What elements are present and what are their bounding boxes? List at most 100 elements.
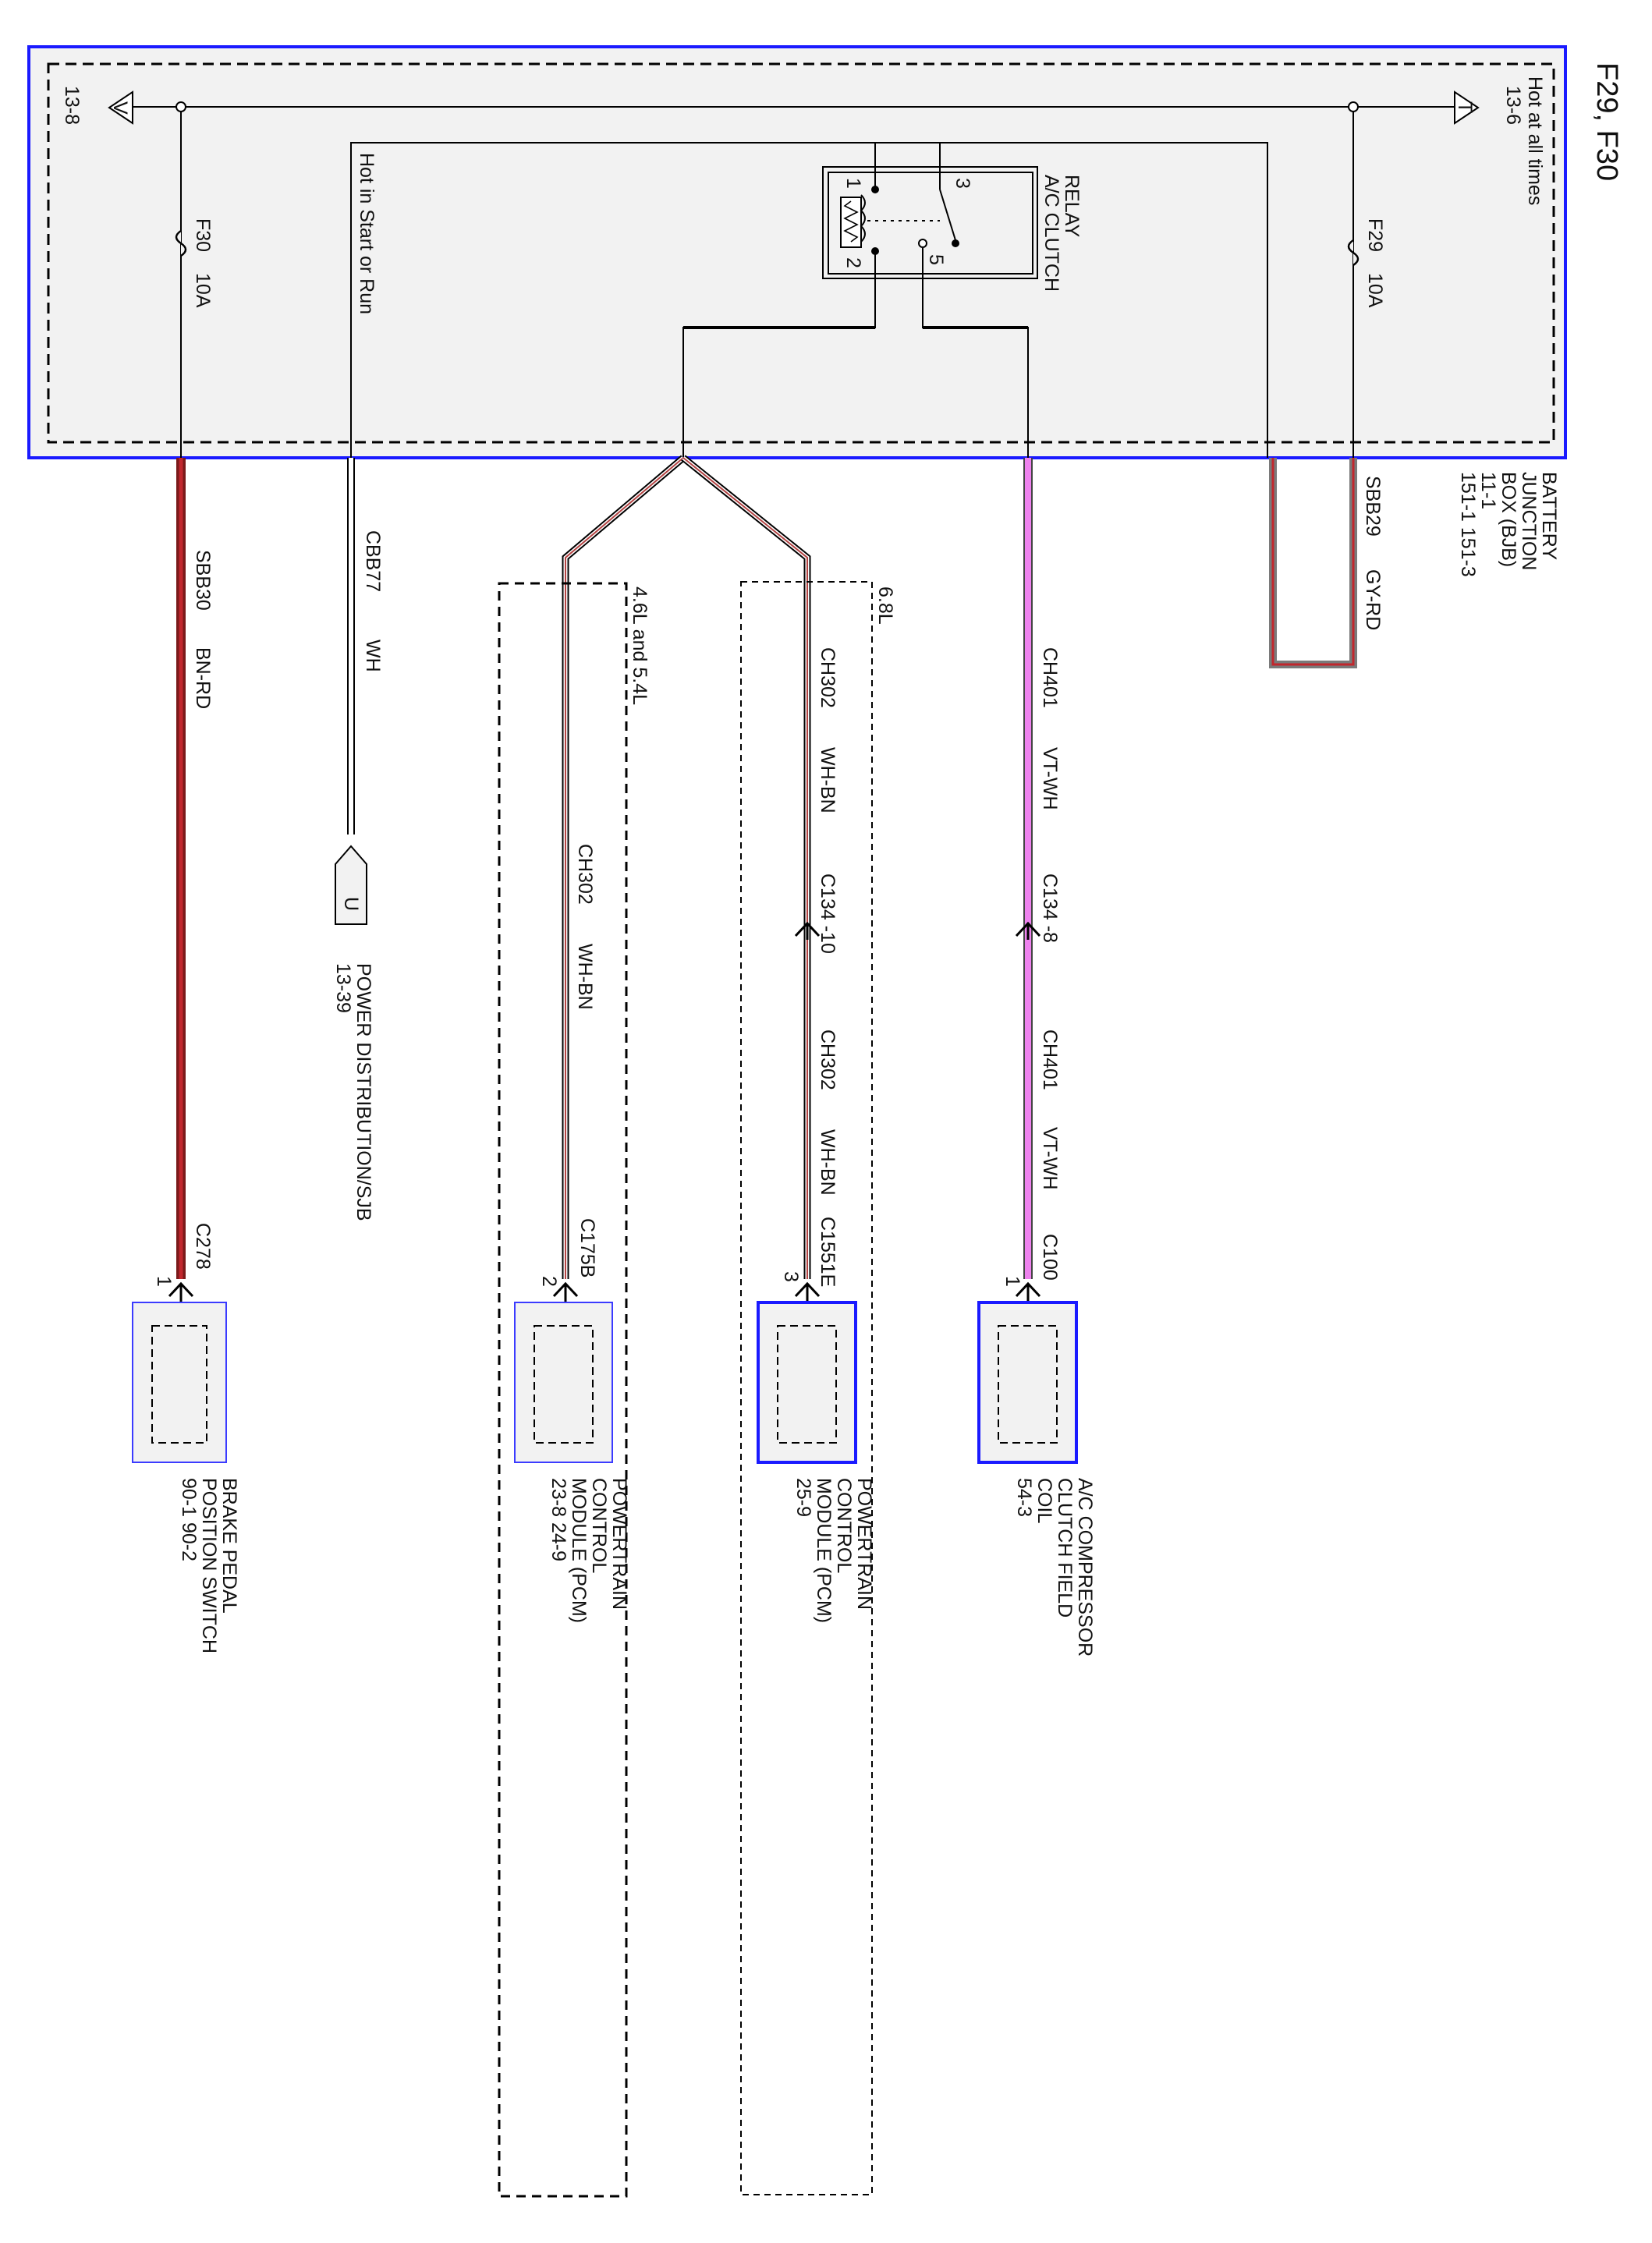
option-68-box xyxy=(740,581,873,2195)
c175b-connector-icon xyxy=(552,1281,579,1302)
c100-label: C100 xyxy=(1039,1234,1061,1281)
sbb29-color: GY-RD xyxy=(1362,569,1384,630)
c134-8-connector-icon xyxy=(1015,921,1041,940)
brake-switch-name-1: BRAKE PEDAL xyxy=(218,1478,240,1614)
relay-name-line2: RELAY xyxy=(1061,175,1083,237)
cbb77-circuit: CBB77 xyxy=(362,530,384,592)
ch302-46-circuit: CH302 xyxy=(574,844,596,905)
bjb-name-line5: 151-1 151-3 xyxy=(1457,472,1479,577)
power-distribution-terminal xyxy=(335,845,367,925)
brake-pedal-position-switch xyxy=(132,1302,227,1463)
relay-coil-icon xyxy=(840,197,862,248)
ch302-68-top-circuit: CH302 xyxy=(817,647,838,708)
pcm-68 xyxy=(757,1301,857,1464)
pcm-68-name-1: POWERTRAIN xyxy=(853,1478,875,1610)
ac-coil-inner xyxy=(998,1325,1058,1444)
bjb-inner-dashed xyxy=(47,62,1555,444)
c134-8-label: C134 -8 xyxy=(1039,873,1061,943)
wire-ch302-68 xyxy=(681,455,811,1279)
ac-compressor-clutch-field-coil xyxy=(977,1301,1078,1464)
relay-inner xyxy=(828,172,1033,275)
ch302-46-color: WH-BN xyxy=(574,944,596,1010)
ac-coil-name-2: CLUTCH FIELD xyxy=(1054,1478,1076,1618)
wire-ch302-68-fill xyxy=(682,456,810,1279)
relay-contact-5 xyxy=(918,239,927,248)
bus-node-left xyxy=(175,101,186,112)
bus-node-right xyxy=(1348,101,1359,112)
c175b-pin: 2 xyxy=(538,1276,560,1287)
c278-label: C278 xyxy=(192,1223,214,1270)
terminal-t-label: T xyxy=(1454,101,1476,113)
bjb-name-line2: JUNCTION xyxy=(1518,472,1540,570)
fuse-f29-symbol xyxy=(1347,239,1360,267)
bjb-name-line4: 11-1 xyxy=(1477,472,1499,509)
brake-switch-box xyxy=(132,1302,227,1463)
bjb-ref-left: 13-8 xyxy=(61,86,83,125)
pcm-68-name-2: CONTROL xyxy=(833,1478,855,1573)
wire-sbb29 xyxy=(1269,458,1357,668)
c134-10-label: C134 -10 xyxy=(817,873,838,954)
pcm-46-box xyxy=(514,1302,613,1463)
ac-coil-name-3: COIL xyxy=(1033,1478,1055,1523)
relay-winding-icon xyxy=(860,194,866,243)
cbb77-color: WH xyxy=(362,640,384,672)
c100-pin: 1 xyxy=(1001,1276,1023,1287)
bjb-name-line1: BATTERY xyxy=(1538,472,1560,560)
terminal-v-arrow xyxy=(108,90,133,125)
c1551e-connector-icon xyxy=(794,1281,821,1302)
fuse-f30-symbol xyxy=(175,229,187,257)
c278-pin: 1 xyxy=(153,1276,175,1287)
bjb-ref-right: 13-6 xyxy=(1502,86,1524,125)
c278-connector-icon xyxy=(168,1281,194,1302)
ch401-top-color: VT-WH xyxy=(1039,747,1061,810)
wire-ch302-68-stripe xyxy=(682,457,808,1279)
power-distribution-terminal-label: U xyxy=(340,897,362,911)
ac-coil-name-1: A/C COMPRESSOR xyxy=(1074,1478,1096,1657)
bjb-border xyxy=(27,45,1567,459)
c1551e-pin: 3 xyxy=(780,1271,802,1282)
fuse-f30-name: F30 xyxy=(192,218,214,252)
bjb-name-line3: BOX (BJB) xyxy=(1498,472,1519,567)
pcm-46-name-3: MODULE (PCM) xyxy=(568,1478,590,1623)
brake-switch-inner xyxy=(151,1325,207,1444)
power-distribution-name: POWER DISTRIBUTION/SJB xyxy=(353,963,374,1221)
ac-coil-box xyxy=(977,1301,1078,1464)
pcm-46-ref: 23-8 24-9 xyxy=(548,1478,569,1561)
fuse-f30-rating: 10A xyxy=(192,273,214,308)
sbb29-circuit: SBB29 xyxy=(1362,476,1384,537)
pcm-68-box xyxy=(757,1301,857,1464)
pcm-46-54 xyxy=(514,1302,613,1463)
hot-at-all-times-label: Hot at all times xyxy=(1524,76,1546,205)
battery-junction-box xyxy=(27,45,1567,459)
pcm-46-name-1: POWERTRAIN xyxy=(608,1478,630,1610)
power-distribution-ref: 13-39 xyxy=(332,963,354,1013)
relay-contact-3 xyxy=(952,239,959,247)
brake-switch-ref: 90-1 90-2 xyxy=(178,1478,200,1561)
relay-pin5-label: 5 xyxy=(925,254,947,265)
option-46-54-box xyxy=(498,582,628,2198)
relay-pin2-label: 2 xyxy=(842,257,864,268)
brake-switch-name-2: POSITION SWITCH xyxy=(198,1478,220,1653)
terminal-t-arrow xyxy=(1454,90,1480,125)
hot-in-start-label: Hot in Start or Run xyxy=(356,153,378,314)
c175b-label: C175B xyxy=(576,1218,598,1277)
ac-coil-ref: 54-3 xyxy=(1013,1478,1035,1517)
pcm-68-inner xyxy=(777,1325,837,1444)
wire-ch302-46-stripe xyxy=(565,457,684,1279)
relay-pin3-label: 3 xyxy=(952,178,973,189)
ch302-68-top-color: WH-BN xyxy=(817,747,838,813)
c1551e-label: C1551E xyxy=(817,1217,838,1287)
terminal-v-label: V xyxy=(109,101,131,115)
fuse-f29-rating: 10A xyxy=(1364,273,1386,308)
pcm-68-name-3: MODULE (PCM) xyxy=(813,1478,835,1623)
sbb30-circuit: SBB30 xyxy=(192,550,214,611)
relay-resistor-icon xyxy=(843,200,859,243)
relay-pin1-label: 1 xyxy=(842,178,864,189)
pcm-46-inner xyxy=(534,1325,594,1444)
ac-clutch-relay: 1 2 3 5 A/C CLUTCH RELAY xyxy=(822,166,1083,292)
c100-connector-icon xyxy=(1015,1281,1041,1302)
c134-10-connector-icon xyxy=(794,921,821,940)
ch401-bottom-color: VT-WH xyxy=(1039,1127,1061,1190)
relay-switch-arm xyxy=(939,189,956,241)
sbb30-color: BN-RD xyxy=(192,647,214,709)
